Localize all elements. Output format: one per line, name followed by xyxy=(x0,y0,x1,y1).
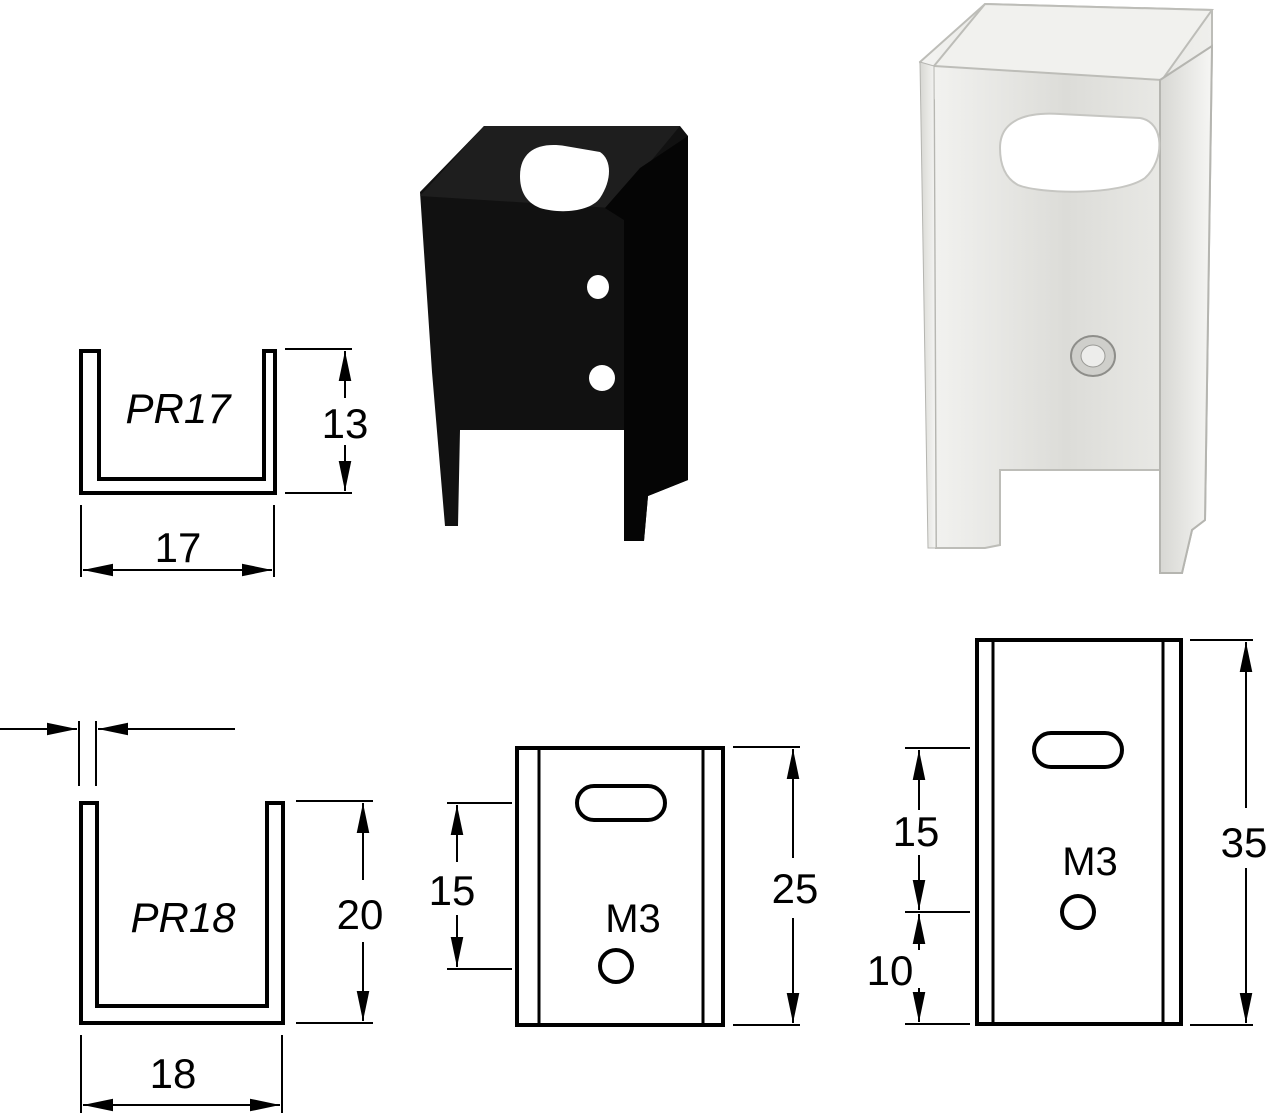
front-view-tall-outline xyxy=(975,638,1183,1026)
pr17-label: PR17 xyxy=(125,385,232,432)
front-view-tall-thread-label: M3 xyxy=(1062,840,1118,884)
front-view-tall-hole xyxy=(1060,894,1096,930)
pr17-channel-outline xyxy=(79,349,277,495)
pr18-profile-view: PR18 20 18 xyxy=(0,721,383,1113)
black-heatsink-body xyxy=(420,126,688,541)
black-heatsink-hole-upper xyxy=(587,275,609,299)
front-view-short: M3 25 15 xyxy=(429,746,819,1027)
aluminium-heatsink-left-wall xyxy=(919,61,937,549)
front-view-tall-slot xyxy=(1032,731,1124,769)
front-view-tall-bottom-value: 10 xyxy=(867,947,914,994)
aluminium-heatsink-slot xyxy=(998,112,1161,193)
black-heatsink-slot xyxy=(520,145,609,212)
pr18-channel-outline xyxy=(79,801,285,1025)
aluminium-heatsink-right-wall xyxy=(1159,44,1214,574)
front-view-short-offset-value: 15 xyxy=(429,867,476,914)
pr18-height-value: 20 xyxy=(337,891,384,938)
front-view-short-hole xyxy=(598,948,634,984)
front-view-short-height-value: 25 xyxy=(772,865,819,912)
front-view-tall: M3 35 15 10 xyxy=(867,638,1268,1026)
front-view-short-thread-label: M3 xyxy=(605,897,661,941)
black-heatsink-hole-lower xyxy=(589,365,615,391)
black-heatsink-right-wall xyxy=(605,136,688,541)
pr17-profile-view: PR17 13 17 xyxy=(79,348,369,577)
front-view-short-outline xyxy=(515,746,725,1027)
pr18-width-value: 18 xyxy=(150,1050,197,1097)
front-view-short-slot xyxy=(575,784,667,822)
front-view-tall-offset-value: 15 xyxy=(893,808,940,855)
pr17-width-value: 17 xyxy=(155,524,202,571)
black-heatsink-image xyxy=(420,126,688,541)
aluminium-heatsink-hole-thread xyxy=(1080,344,1106,368)
pr17-height-value: 13 xyxy=(322,400,369,447)
aluminium-heatsink-image xyxy=(918,2,1214,574)
pr18-label: PR18 xyxy=(130,894,236,941)
aluminium-heatsink-top-edge xyxy=(931,2,1214,82)
front-view-tall-height-value: 35 xyxy=(1221,819,1268,866)
